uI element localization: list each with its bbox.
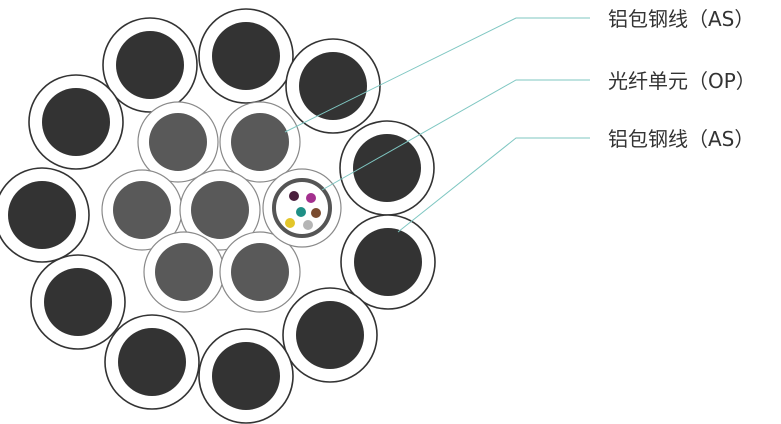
label-aluminum-clad-steel-wire-outer: 铝包钢线（AS） — [608, 7, 754, 31]
outer-strand-layer — [0, 8, 436, 424]
leader-line-op-unit — [321, 79, 590, 191]
inner-strand-wire — [143, 231, 225, 313]
inner-wire-core — [149, 113, 207, 171]
inner-wire-core — [155, 243, 213, 301]
wire-core — [8, 181, 76, 249]
aluminum-clad-steel-wire — [282, 287, 378, 383]
wire-core — [212, 22, 280, 90]
aluminum-clad-steel-wire — [28, 74, 124, 170]
aluminum-clad-steel-wire — [339, 120, 435, 216]
wire-core — [299, 52, 367, 120]
label-aluminum-clad-steel-wire-inner: 铝包钢线（AS） — [608, 127, 754, 151]
inner-strand-wire — [101, 169, 183, 251]
optical-fiber — [285, 218, 295, 228]
optical-fiber — [311, 208, 321, 218]
inner-strand-wire — [137, 101, 219, 183]
inner-strand-layer — [101, 101, 301, 313]
wire-core — [42, 88, 110, 156]
optical-fiber — [306, 193, 316, 203]
wire-core — [353, 134, 421, 202]
callout-labels: 铝包钢线（AS） 光纤单元（OP） 铝包钢线（AS） — [608, 7, 756, 151]
aluminum-clad-steel-wire — [285, 38, 381, 134]
inner-wire-core — [113, 181, 171, 239]
aluminum-clad-steel-wire — [340, 214, 436, 310]
wire-core — [118, 328, 186, 396]
wire-core — [354, 228, 422, 296]
inner-wire-core — [231, 113, 289, 171]
aluminum-clad-steel-wire — [30, 254, 126, 350]
leader-line-as-outer — [284, 17, 590, 133]
aluminum-clad-steel-wire — [198, 328, 294, 424]
aluminum-clad-steel-wire — [104, 314, 200, 410]
optical-fiber-unit — [262, 168, 342, 248]
inner-strand-wire — [179, 169, 261, 251]
inner-strand-wire — [219, 231, 301, 313]
leader-lines — [284, 17, 590, 233]
wire-core — [212, 342, 280, 410]
wire-core — [44, 268, 112, 336]
wire-core — [116, 31, 184, 99]
optical-fiber — [289, 191, 299, 201]
leader-line-as-inner — [397, 137, 590, 233]
aluminum-clad-steel-wire — [198, 8, 294, 104]
wire-core — [296, 301, 364, 369]
label-optical-fiber-unit: 光纤单元（OP） — [608, 69, 756, 93]
inner-wire-core — [191, 181, 249, 239]
optical-fiber — [296, 207, 306, 217]
aluminum-clad-steel-wire — [0, 167, 90, 263]
inner-strand-wire — [219, 101, 301, 183]
inner-wire-core — [231, 243, 289, 301]
aluminum-clad-steel-wire — [102, 17, 198, 113]
optical-fiber — [303, 220, 313, 230]
